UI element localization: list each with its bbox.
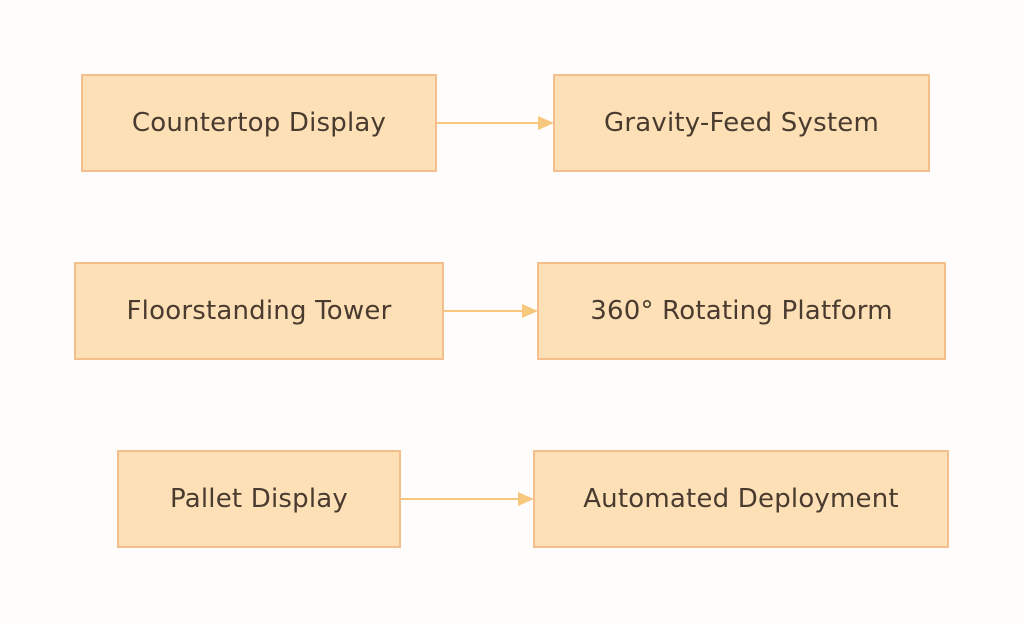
node-floorstanding-tower: Floorstanding Tower — [74, 262, 444, 360]
edge-countertop-to-gravity — [437, 116, 554, 130]
edge-pallet-to-automated — [401, 492, 534, 506]
node-label: Gravity-Feed System — [604, 108, 879, 138]
node-label: Pallet Display — [170, 484, 348, 514]
node-label: Floorstanding Tower — [126, 296, 392, 326]
node-label: Countertop Display — [131, 108, 387, 138]
edge-floorstanding-to-rotating — [444, 304, 538, 318]
node-automated-deployment: Automated Deployment — [533, 450, 949, 548]
node-rotating-platform: 360° Rotating Platform — [537, 262, 946, 360]
node-gravity-feed-system: Gravity-Feed System — [553, 74, 930, 172]
node-label: Automated Deployment — [583, 484, 899, 514]
node-label: 360° Rotating Platform — [590, 296, 893, 326]
node-pallet-display: Pallet Display — [117, 450, 401, 548]
node-countertop-display: Countertop Display — [81, 74, 437, 172]
